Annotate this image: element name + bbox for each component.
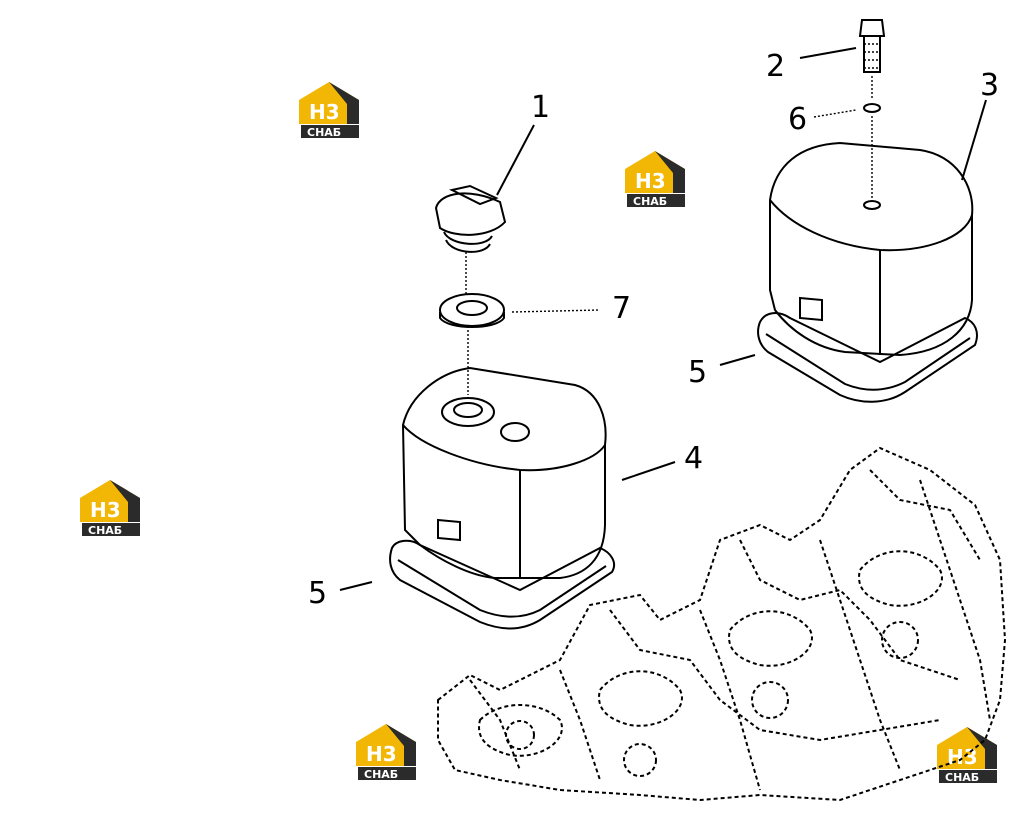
valve-cover-left	[401, 366, 607, 579]
leader-lines	[339, 47, 987, 591]
filler-cap	[434, 184, 507, 253]
callout-7: 7	[612, 291, 631, 326]
callout-5-left: 5	[308, 576, 327, 611]
callout-6: 6	[788, 102, 807, 137]
bolt	[858, 19, 886, 73]
small-washer	[863, 103, 881, 113]
watermark-logo: H3 СНАБ	[80, 480, 140, 537]
svg-text:H3: H3	[90, 498, 121, 522]
watermark-logo: H3 СНАБ	[625, 151, 685, 208]
svg-text:СНАБ: СНАБ	[88, 524, 122, 537]
watermark-logo: H3 СНАБ	[299, 82, 359, 139]
gasket-left	[389, 539, 616, 630]
callout-5-right: 5	[688, 355, 707, 390]
watermark-logo: H3 СНАБ	[356, 724, 416, 781]
svg-text:H3: H3	[947, 745, 978, 769]
svg-text:СНАБ: СНАБ	[945, 771, 979, 784]
svg-text:СНАБ: СНАБ	[307, 126, 341, 139]
gasket-right	[757, 312, 978, 403]
svg-text:СНАБ: СНАБ	[364, 768, 398, 781]
callout-1: 1	[531, 90, 550, 125]
valve-cover-right	[769, 141, 974, 357]
svg-text:H3: H3	[309, 100, 340, 124]
callout-4: 4	[684, 441, 703, 476]
washer	[439, 293, 505, 328]
callout-3: 3	[980, 68, 999, 103]
cylinder-head	[437, 446, 1007, 802]
svg-text:H3: H3	[366, 742, 397, 766]
callout-2: 2	[766, 49, 785, 84]
svg-text:СНАБ: СНАБ	[633, 195, 667, 208]
svg-text:H3: H3	[635, 169, 666, 193]
